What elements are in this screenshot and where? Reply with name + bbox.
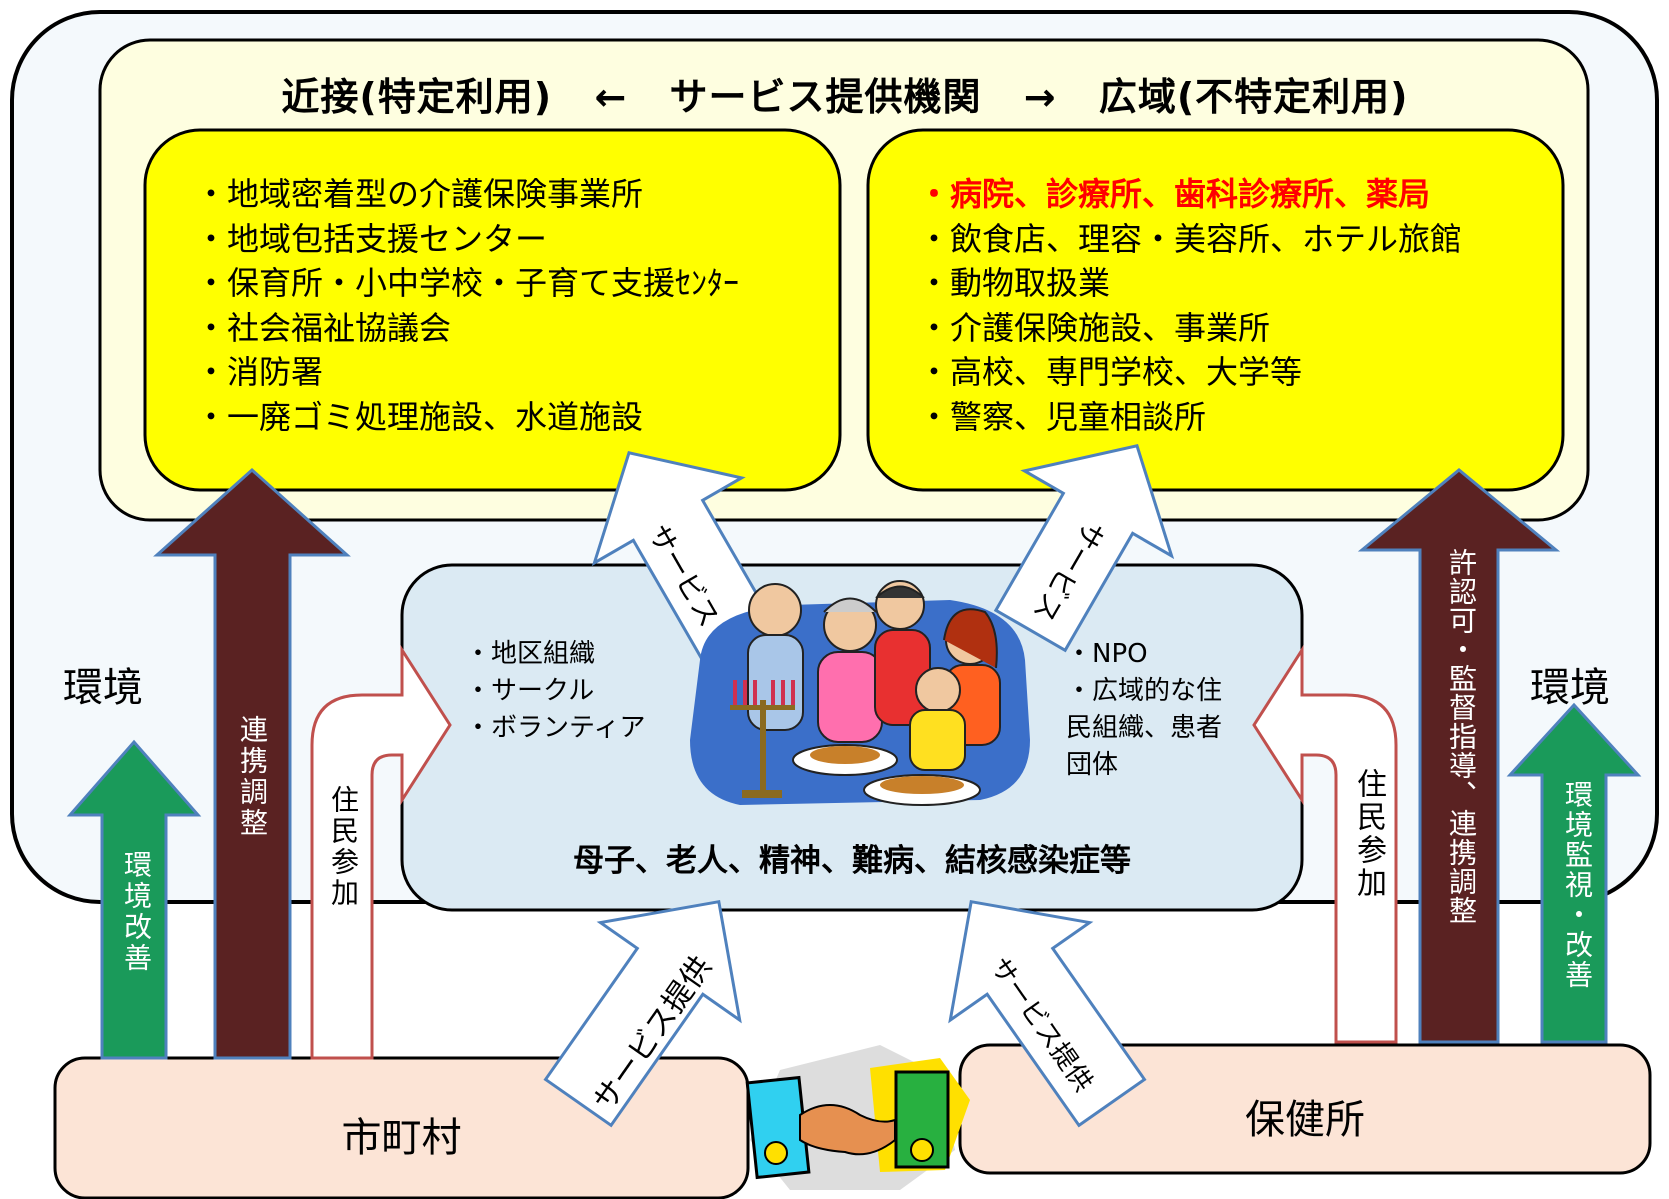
community-right-item: ・広域的な住 xyxy=(1066,676,1223,706)
title-arrow-right: → xyxy=(1023,75,1057,119)
wide-item: ・警察、児童相談所 xyxy=(918,397,1207,436)
wide-item: ・高校、専門学校、大学等 xyxy=(918,353,1303,391)
resident-participation-text-right: 住民参加 xyxy=(1351,768,1386,900)
community-left-item: ・ボランティア xyxy=(465,713,646,743)
wide-item: ・飲食店、理容・美容所、ホテル旅館 xyxy=(918,219,1463,258)
environment-monitoring-text: 環境監視・改善 xyxy=(1561,780,1594,990)
municipality-label: 市町村 xyxy=(341,1115,462,1161)
wide-item: ・動物取扱業 xyxy=(918,264,1111,302)
near-services-box xyxy=(143,128,842,492)
wide-item: ・介護保険施設、事業所 xyxy=(918,308,1271,347)
liaison-arrow xyxy=(153,467,351,1060)
near-services-list: ・地域密着型の介護保険事業所 ・地域包括支援センター ・保育所・小中学校・子育て… xyxy=(195,172,739,439)
health-center-label: 保健所 xyxy=(1245,1097,1365,1143)
community-left-item: ・地区組織 xyxy=(465,639,596,669)
handshake-money-icon xyxy=(745,1045,970,1190)
community-right-item: 民組織、患者 xyxy=(1066,713,1223,743)
near-item: ・消防署 xyxy=(195,353,324,391)
service-arrow-right xyxy=(993,444,1175,653)
near-item: ・地域密着型の介護保険事業所 xyxy=(195,175,644,213)
near-item: ・一廃ゴミ処理施設、水道施設 xyxy=(195,397,644,436)
environment-label-right: 環境 xyxy=(1530,665,1610,711)
permits-text: 許認可・監督指導、連携調整 xyxy=(1445,548,1478,925)
community-right-item: ・NPO xyxy=(1066,639,1148,669)
environment-monitoring-arrow xyxy=(1506,702,1642,1044)
community-caption: 母子、老人、精神、難病、結核感染症等 xyxy=(573,843,1131,879)
environment-improvement-text: 環境改善 xyxy=(120,850,153,974)
community-right-item: 団体 xyxy=(1066,750,1119,780)
title-near: 近接(特定利用) xyxy=(281,75,553,119)
wide-item-highlight: ・病院、診療所、歯科診療所、薬局 xyxy=(918,175,1431,213)
near-item: ・地域包括支援センター xyxy=(195,219,548,258)
environment-label-left: 環境 xyxy=(63,665,143,711)
near-item: ・社会福祉協議会 xyxy=(195,308,452,347)
resident-participation-arrow-right xyxy=(1252,644,1398,1044)
service-provision-arrow-right xyxy=(948,899,1147,1128)
resident-participation-text-left: 住民参加 xyxy=(327,785,360,909)
near-item: ・保育所・小中学校・子育て支援ｾﾝﾀｰ xyxy=(195,264,740,302)
title-arrow-left: ← xyxy=(594,75,628,119)
service-provision-arrow-left xyxy=(543,899,742,1128)
permits-arrow xyxy=(1357,468,1561,1044)
liaison-text: 連携調整 xyxy=(236,715,269,839)
community-left-item: ・サークル xyxy=(465,676,595,706)
community-left-list: ・地区組織 ・サークル ・ボランティア xyxy=(465,636,645,747)
title-center: サービス提供機関 xyxy=(669,75,982,119)
providers-title: 近接(特定利用) ← サービス提供機関 → 広域(不特定利用) xyxy=(100,66,1590,121)
wide-services-box xyxy=(866,128,1565,492)
resident-participation-arrow-left xyxy=(310,644,452,1060)
community-right-list: ・NPO ・広域的な住 民組織、患者 団体 xyxy=(1066,636,1222,784)
wide-services-list: ・病院、診療所、歯科診療所、薬局 ・飲食店、理容・美容所、ホテル旅館 ・動物取扱… xyxy=(918,172,1462,439)
environment-improvement-arrow xyxy=(66,739,202,1060)
family-illustration xyxy=(690,580,1030,806)
title-wide: 広域(不特定利用) xyxy=(1098,75,1409,119)
